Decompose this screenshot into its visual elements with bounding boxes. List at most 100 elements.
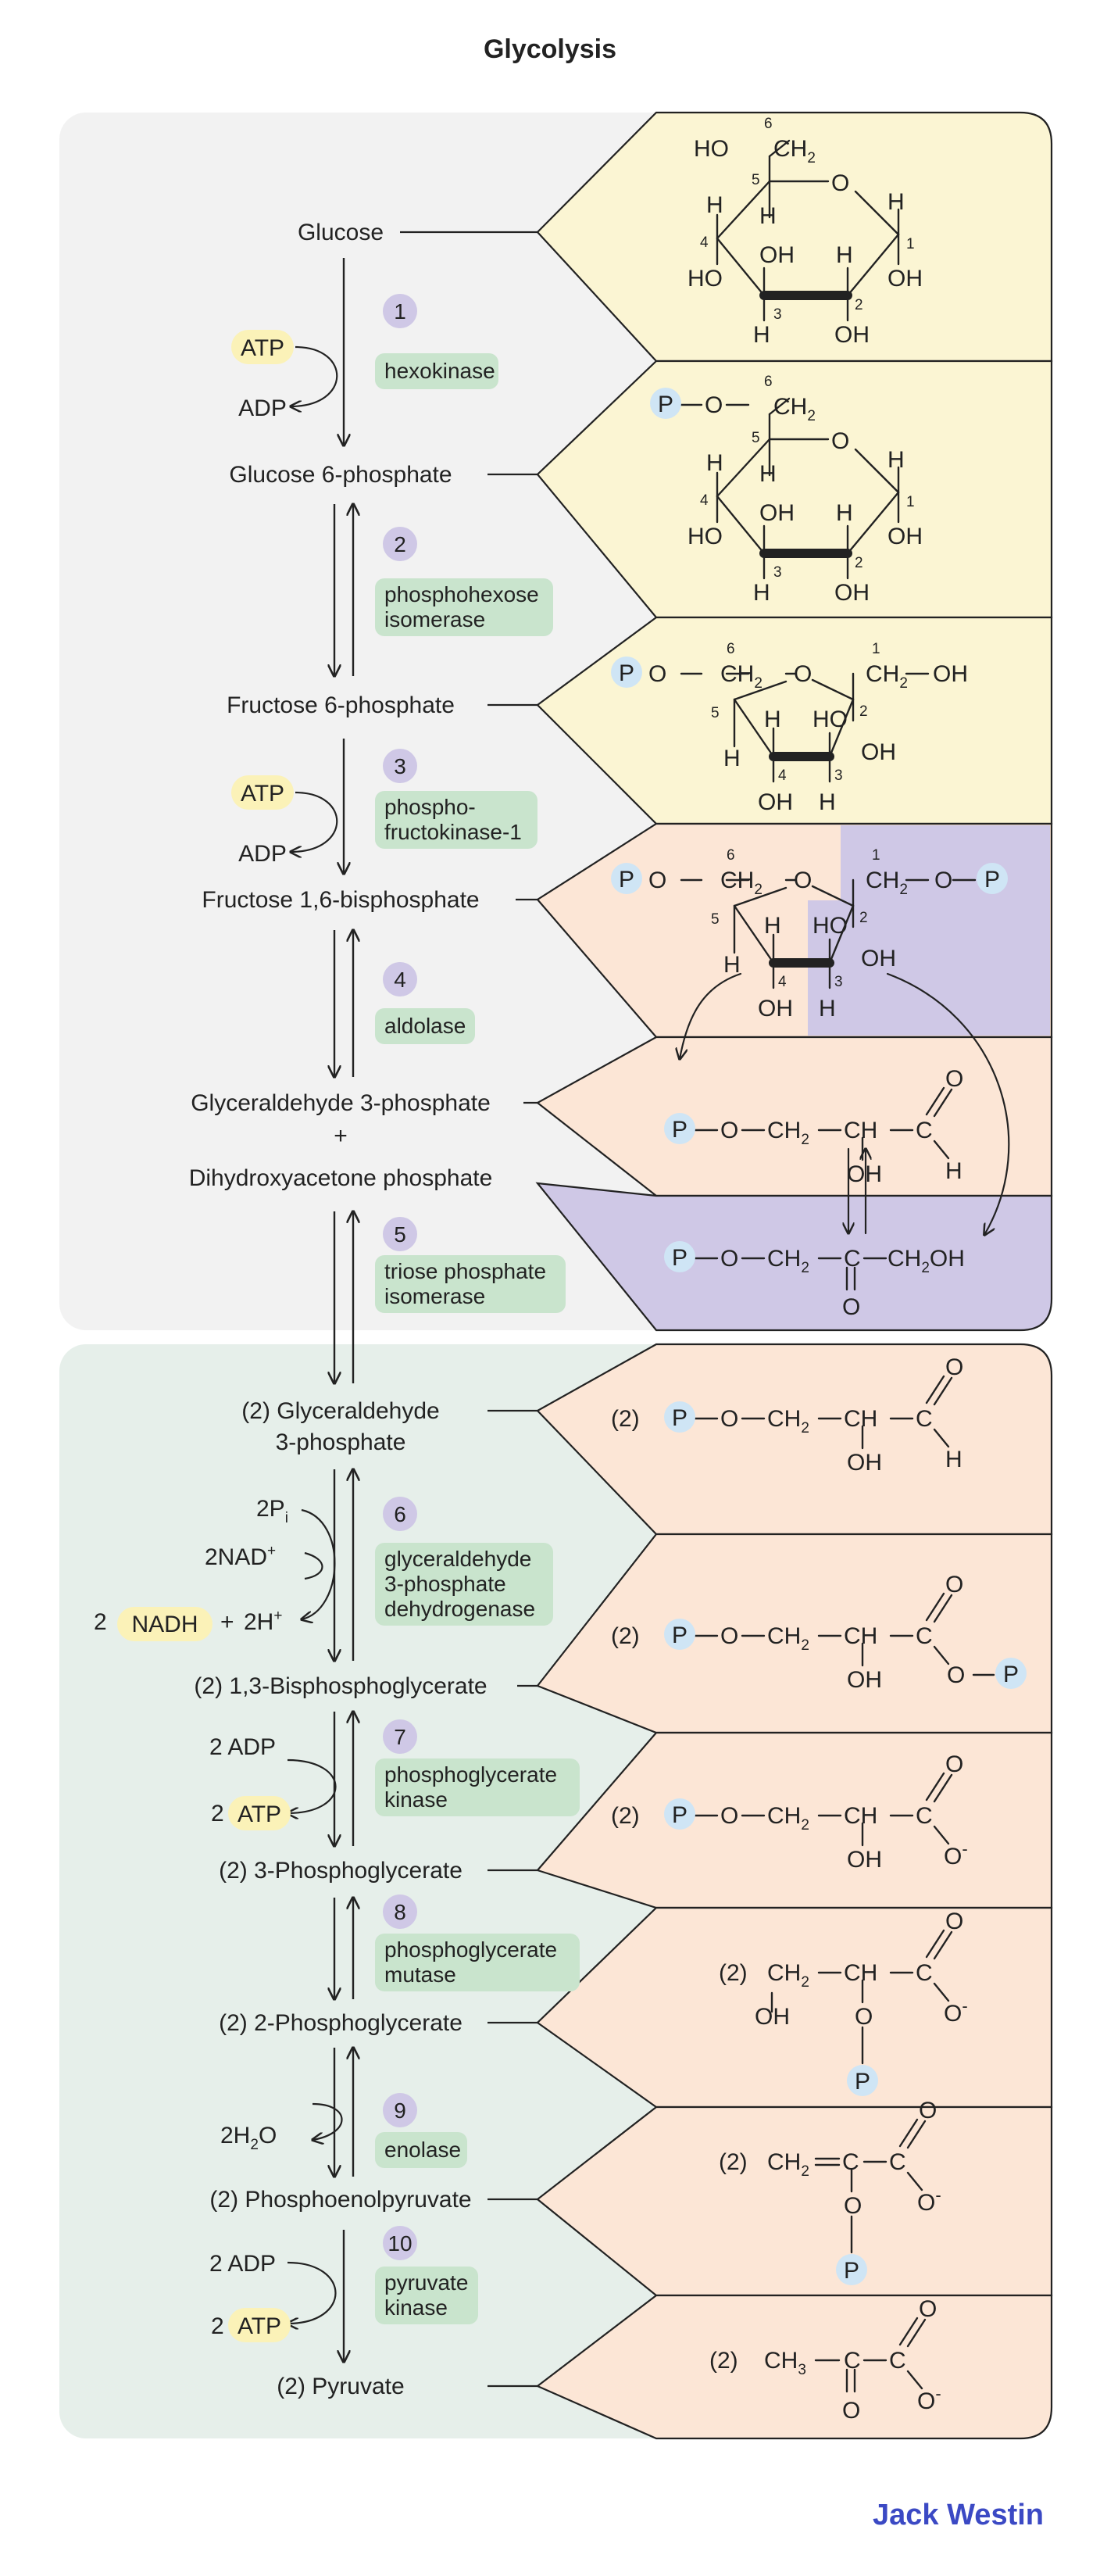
cofactor-atp-step10-coefficient: 2 [211,2313,224,2339]
svg-text:OH: OH [847,1667,882,1693]
step-number: 4 [394,968,406,992]
svg-text:O-: O- [944,1839,968,1869]
cofactor-arcs [288,345,343,2324]
svg-text:C: C [844,1246,861,1272]
compound-1-3-bisphosphoglycerate: (2) 1,3-Bisphosphoglycerate [194,1673,487,1699]
svg-text:H: H [753,580,770,606]
svg-text:1: 1 [872,641,880,657]
svg-text:6: 6 [764,374,773,390]
svg-text:(2): (2) [611,1623,640,1649]
enzyme-badge [375,1255,566,1313]
svg-text:6: 6 [764,116,773,132]
step-number-bubble [383,294,417,328]
svg-text:P: P [672,1117,688,1143]
svg-text:O: O [919,2098,937,2123]
enzyme-name: enolase [384,2138,461,2162]
svg-text:OH: OH [758,996,793,1021]
enzyme-badge [375,2132,467,2168]
svg-text:C: C [889,2348,906,2374]
svg-text:HO: HO [688,524,723,549]
svg-text:O: O [720,1623,738,1649]
svg-text:1: 1 [906,494,915,510]
compound-dihydroxyacetone-phosphate: Dihydroxyacetone phosphate [189,1165,493,1191]
svg-text:4: 4 [778,767,787,784]
svg-text:OH: OH [758,789,793,815]
svg-text:O: O [919,2296,937,2322]
svg-text:O: O [842,1294,860,1320]
compound-glyceraldehyde-3-phosphate: Glyceraldehyde 3-phosphate [191,1090,491,1116]
compound-2-phosphoglycerate: (2) 2-Phosphoglycerate [219,2010,462,2036]
enzyme-name: phosphoglycerate [384,1762,557,1787]
enzyme-name: isomerase [384,607,485,631]
step-number: 10 [388,2231,412,2256]
enzyme-name: glyceraldehyde [384,1547,531,1571]
compound-pyruvate: (2) Pyruvate [277,2374,404,2399]
svg-text:H: H [945,1447,962,1472]
3-phosphoglycerate-structure: (2) P O CH2 CH C O O- OH [611,1751,968,1873]
step-number: 5 [394,1222,406,1247]
svg-text:CH2: CH2 [767,1246,809,1276]
svg-text:6: 6 [727,847,735,864]
step-number-bubble [383,1894,417,1929]
phosphoenolpyruvate-structure: (2) CH2 C C O O- O P [719,2098,941,2285]
cofactor-2adp-step10: 2 ADP [209,2251,276,2277]
compound-fructose-6-phosphate: Fructose 6-phosphate [227,692,455,718]
svg-text:H: H [836,242,853,268]
compound-3-phosphate: 3-phosphate [276,1429,406,1455]
svg-text:C: C [916,1803,933,1829]
svg-text:O: O [705,392,723,418]
step-number-bubble [383,2093,417,2127]
svg-text:O: O [945,1354,963,1380]
svg-text:OH: OH [888,524,923,549]
atp-highlight-step10 [228,2308,291,2342]
svg-text:OH: OH [847,1847,882,1873]
cofactor-2nad: 2NAD+ [205,1543,276,1570]
enzyme-name: fructokinase-1 [384,820,522,844]
cofactor-nadh: NADH [131,1612,198,1637]
svg-text:O: O [720,1803,738,1829]
cofactor-adp-step1: ADP [238,395,287,421]
step-number-bubble [383,749,417,783]
enzyme-name: kinase [384,2295,448,2320]
enzyme-name: mutase [384,1962,456,1987]
name-connectors [400,231,538,2388]
svg-text:H: H [819,789,836,815]
svg-text:CH2: CH2 [767,1406,809,1436]
enzyme-badge [375,2267,478,2324]
cofactor-atp-step7-coefficient: 2 [211,1801,224,1826]
svg-text:O: O [720,1118,738,1143]
dhap-structure: P O CH2 C CH2OH O [664,1241,965,1320]
step-number: 2 [394,532,406,556]
svg-text:P: P [672,1405,688,1431]
svg-text:5: 5 [711,705,720,721]
svg-text:O: O [831,428,849,454]
step-number: 8 [394,1900,406,1924]
enzyme-name: aldolase [384,1014,466,1038]
svg-text:3: 3 [834,767,843,784]
enzyme-name: phosphohexose [384,582,539,606]
svg-text:O: O [794,868,812,893]
enzyme-name: phosphoglycerate [384,1937,557,1962]
step-number: 9 [394,2098,406,2123]
svg-text:4: 4 [778,974,787,990]
svg-text:CH2: CH2 [773,394,816,424]
svg-text:C: C [889,2149,906,2175]
svg-text:H: H [723,746,741,771]
svg-text:H: H [706,450,723,476]
svg-text:H: H [764,913,781,939]
cofactor-atp-step1: ATP [241,335,284,361]
svg-text:C: C [916,1118,933,1143]
step-number: 6 [394,1502,406,1526]
cofactor-atp-step10: ATP [238,2313,281,2339]
svg-text:P: P [672,1802,688,1828]
cofactor-atp-step7: ATP [238,1801,281,1827]
svg-text:O: O [794,661,812,687]
cofactor-2h2o: 2H2O [220,2123,277,2153]
svg-text:CH2: CH2 [767,1623,809,1654]
svg-text:O: O [842,2398,860,2424]
fructose-6-phosphate-structure: P O CH2 O CH2 OH H HO H OH OH H 6 1 5 2 … [611,641,968,815]
svg-text:C: C [916,1960,933,1986]
svg-text:CH2: CH2 [866,868,908,898]
enzyme-badge [375,1934,580,1991]
